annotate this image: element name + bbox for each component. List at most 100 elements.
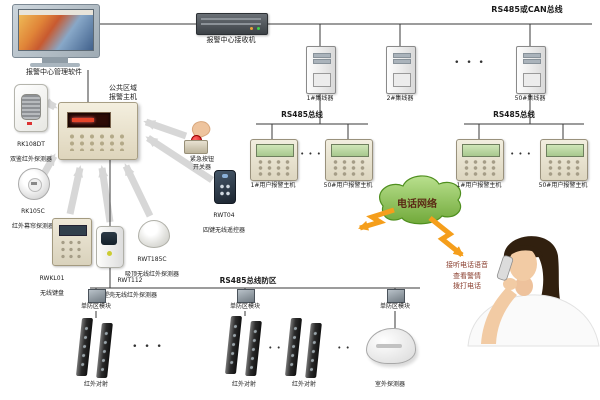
rk105c-model: RK105C	[21, 207, 45, 215]
beam-lens-holes	[79, 324, 90, 370]
receiver-vent	[201, 23, 261, 25]
beam-lens-holes	[288, 324, 299, 370]
panel-keys	[67, 133, 129, 151]
repeater-slot	[393, 53, 411, 58]
rwkl01-name: 无线键盘	[39, 290, 64, 298]
beam-ellipsis-2: • •	[268, 344, 282, 352]
keypad-keys	[462, 159, 498, 176]
rk108dt-label: RK108DT 双鉴红外探测器	[0, 133, 62, 172]
beam-ellipsis-3: • •	[337, 344, 351, 352]
button-base	[184, 140, 208, 154]
disc-inner-ring	[28, 178, 42, 192]
wireless-keypad-keys	[59, 239, 85, 260]
beam-lens-holes	[308, 329, 319, 372]
phone-network-label: 电话网络	[397, 199, 437, 210]
monitor-stand	[42, 57, 68, 63]
repeater-slot	[313, 59, 331, 64]
outdoor-detector-slot	[376, 344, 402, 348]
left-bus-label: RS485总线	[281, 110, 323, 119]
rwt112-label: RWT112 塑壳无线红外探测器	[88, 269, 172, 308]
repeater-panel	[523, 73, 541, 87]
wireless-keypad-rwkl01	[52, 218, 92, 266]
detector-rk105c	[18, 168, 50, 200]
repeater-ellipsis: • • •	[454, 58, 486, 68]
monitor-base	[30, 63, 80, 67]
monitor-frame	[12, 4, 100, 58]
keypad-keys	[546, 159, 582, 176]
repeater-50	[516, 46, 546, 94]
user-host-50b	[540, 139, 588, 181]
detector-led	[27, 122, 32, 125]
rwkl01-model: RWKL01	[39, 274, 65, 282]
host-ellipsis-right: • • •	[510, 150, 532, 158]
repeater-2-label: 2#集线器	[386, 95, 414, 102]
rk105c-name: 红外幕帘探测器	[11, 223, 54, 231]
beam-3-label: 红外对射	[291, 381, 316, 388]
remote-rwt04	[214, 170, 236, 204]
keypad-lcd	[331, 144, 369, 157]
detector-led	[107, 251, 112, 256]
public-area-panel-label: 公共区域 报警主机	[109, 84, 137, 102]
management-software-label: 报警中心管理软件	[26, 68, 82, 76]
receiver-led-green	[257, 27, 260, 30]
repeater-slot	[393, 59, 411, 64]
right-bus-label: RS485总线	[493, 110, 535, 119]
outdoor-detector-label: 室外探测器	[374, 381, 405, 388]
detector-window	[101, 232, 117, 245]
phone-network-cloud	[379, 175, 462, 225]
public-area-panel	[58, 102, 138, 160]
rwt185c-name: 吸顶无线红外探测器	[124, 271, 179, 279]
rwt112-model: RWT112	[117, 276, 143, 284]
rwt04-model: RWT04	[213, 211, 235, 219]
center-receiver	[196, 13, 268, 35]
repeater-slot	[313, 53, 331, 58]
repeater-1	[306, 46, 336, 94]
rk108dt-model: RK108DT	[17, 140, 45, 148]
rwt04-name: 四键无线遥控器	[202, 227, 245, 235]
panel-display	[67, 112, 111, 128]
receiver-vent	[201, 18, 261, 20]
outdoor-detector	[366, 328, 416, 364]
disc-slot	[31, 182, 37, 185]
zone-module-1-label: 单防区模块	[66, 303, 126, 311]
emergency-button-label: 紧急按钮 开关器	[189, 156, 214, 171]
detector-rwt112	[96, 226, 124, 268]
beam-lens-holes	[248, 327, 259, 370]
keypad-lcd	[462, 144, 500, 157]
user-host-50-label: 50#用户报警主机	[323, 182, 373, 189]
host-ellipsis-left: • • •	[300, 150, 322, 158]
monitor-screen	[18, 9, 94, 51]
repeater-panel	[313, 73, 331, 87]
remote-led	[222, 174, 228, 178]
rwt185c-label: RWT185C 吸顶无线红外探测器	[112, 248, 192, 287]
wireless-keypad-lcd	[59, 225, 87, 236]
user-host-1b	[456, 139, 504, 181]
repeater-slot	[523, 59, 541, 64]
zone-bus-label: RS485总线防区	[219, 276, 277, 285]
keypad-lcd	[546, 144, 584, 157]
lightning-arrows	[358, 207, 464, 257]
repeater-panel	[393, 73, 411, 87]
repeater-2	[386, 46, 416, 94]
rk108dt-name: 双鉴红外探测器	[9, 156, 52, 164]
handset-phone	[496, 255, 514, 281]
user-host-1	[250, 139, 298, 181]
keypad-keys	[331, 159, 367, 176]
beam-ellipsis-1: • • •	[132, 342, 164, 352]
detector-lens	[21, 94, 41, 120]
rwkl01-label: RWKL01 无线键盘	[22, 267, 82, 306]
phone-operator-photo	[467, 236, 600, 347]
rwt112-name: 塑壳无线红外探测器	[102, 292, 157, 300]
detector-rk108dt	[14, 84, 48, 132]
wireless-signal-arrows	[32, 96, 214, 223]
keypad-keys	[256, 159, 292, 176]
management-pc-monitor	[12, 4, 100, 70]
zone-module-3	[387, 289, 405, 303]
emergency-button	[182, 117, 213, 154]
receiver-led-orange	[250, 27, 253, 30]
remote-keys	[219, 183, 231, 197]
beam-1-label: 红外对射	[83, 381, 108, 388]
user-host-50	[325, 139, 373, 181]
